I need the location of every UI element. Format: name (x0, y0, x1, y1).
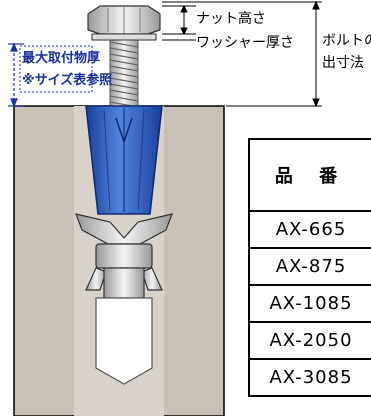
bolt-protrusion-label-line1: ボルトの (322, 33, 371, 49)
lower-collar (103, 267, 145, 299)
max-thickness-label-line2: ※サイズ表参照 (22, 73, 113, 88)
table-header: 品 番 (248, 138, 371, 212)
bolt-tip (95, 297, 153, 385)
bolt-protrusion-label-line2: 出寸法 (322, 55, 364, 71)
washer (91, 33, 157, 41)
max-thickness-box (19, 45, 93, 93)
product-number-cell: AX-2050 (248, 321, 371, 360)
product-number-table: 品 番 AX-665 AX-875 AX-1085 AX-2050 AX-308… (248, 138, 371, 397)
bolt-shaft (109, 35, 139, 115)
washer-thickness-label: ワッシャー厚さ (196, 35, 294, 51)
max-thickness-label-line1: 最大取付物厚 (22, 51, 101, 66)
product-number-cell: AX-665 (248, 210, 371, 249)
nut-washer-dimension (162, 4, 196, 41)
product-number-cell: AX-875 (248, 247, 371, 286)
middle-ring (95, 243, 153, 269)
bolt-protrusion-dimension (162, 0, 322, 108)
product-number-cell: AX-3085 (248, 358, 371, 397)
max-thickness-dimension (8, 42, 24, 108)
nut-height-label: ナット高さ (196, 11, 266, 27)
wing-cone (75, 213, 173, 245)
expansion-sleeve (85, 105, 163, 215)
product-number-cell: AX-1085 (248, 284, 371, 323)
lower-wings (85, 267, 163, 291)
hex-nut (87, 5, 161, 35)
